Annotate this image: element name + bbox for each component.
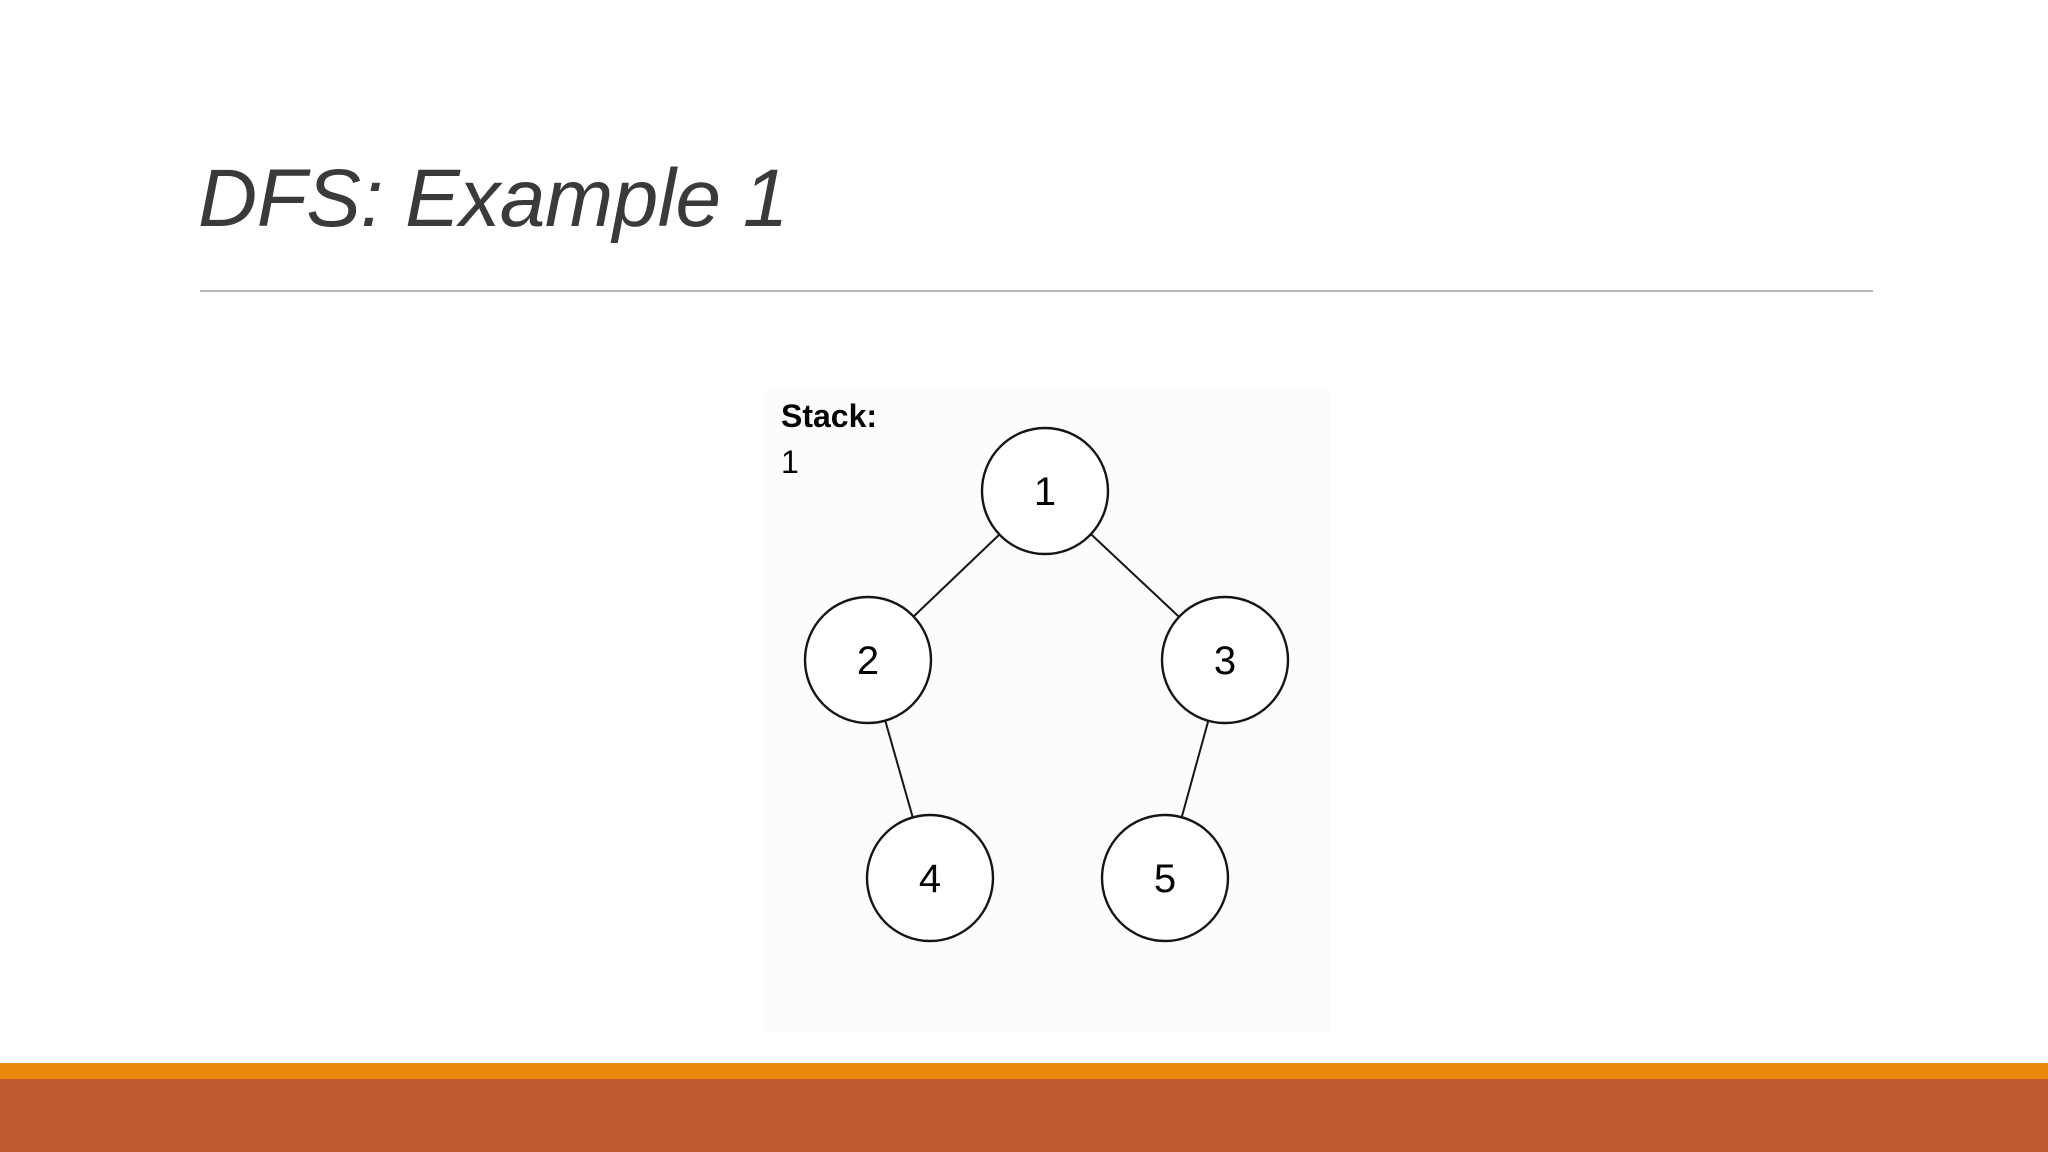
- tree-edge-3-5: [1180, 720, 1210, 818]
- tree-node-circle-2: [803, 595, 933, 725]
- stack-contents: 1: [781, 444, 799, 480]
- binary-tree-graph: 1 2 3 4 5: [803, 426, 1290, 943]
- tree-node-group: 1 2 3 4 5: [803, 426, 1290, 943]
- tree-node-circle-1: [980, 426, 1110, 556]
- tree-node-circle-3: [1160, 595, 1290, 725]
- footer-bar: [0, 1079, 2048, 1152]
- tree-diagram-image: Stack: 1 1 2 3 4 5: [765, 388, 1330, 1033]
- tree-node-3[interactable]: 3: [1160, 595, 1290, 725]
- tree-node-label-4: 4: [919, 857, 941, 901]
- page-title: DFS: Example 1: [198, 153, 788, 244]
- tree-node-4[interactable]: 4: [865, 813, 995, 943]
- title-divider: [200, 290, 1873, 292]
- tree-node-circle-4: [865, 813, 995, 943]
- tree-edge-group: [884, 533, 1210, 818]
- tree-node-5[interactable]: 5: [1100, 813, 1230, 943]
- tree-node-label-1: 1: [1034, 470, 1056, 514]
- tree-node-circle-5: [1100, 813, 1230, 943]
- stack-label: Stack:: [781, 398, 878, 434]
- tree-edge-2-4: [884, 720, 914, 818]
- tree-edge-1-2: [912, 533, 1001, 618]
- tree-node-label-5: 5: [1154, 857, 1176, 901]
- accent-stripe: [0, 1063, 2048, 1079]
- tree-node-2[interactable]: 2: [803, 595, 933, 725]
- tree-node-1[interactable]: 1: [980, 426, 1110, 556]
- tree-node-label-2: 2: [857, 639, 879, 683]
- tree-edge-1-3: [1090, 533, 1180, 618]
- tree-node-label-3: 3: [1214, 639, 1236, 683]
